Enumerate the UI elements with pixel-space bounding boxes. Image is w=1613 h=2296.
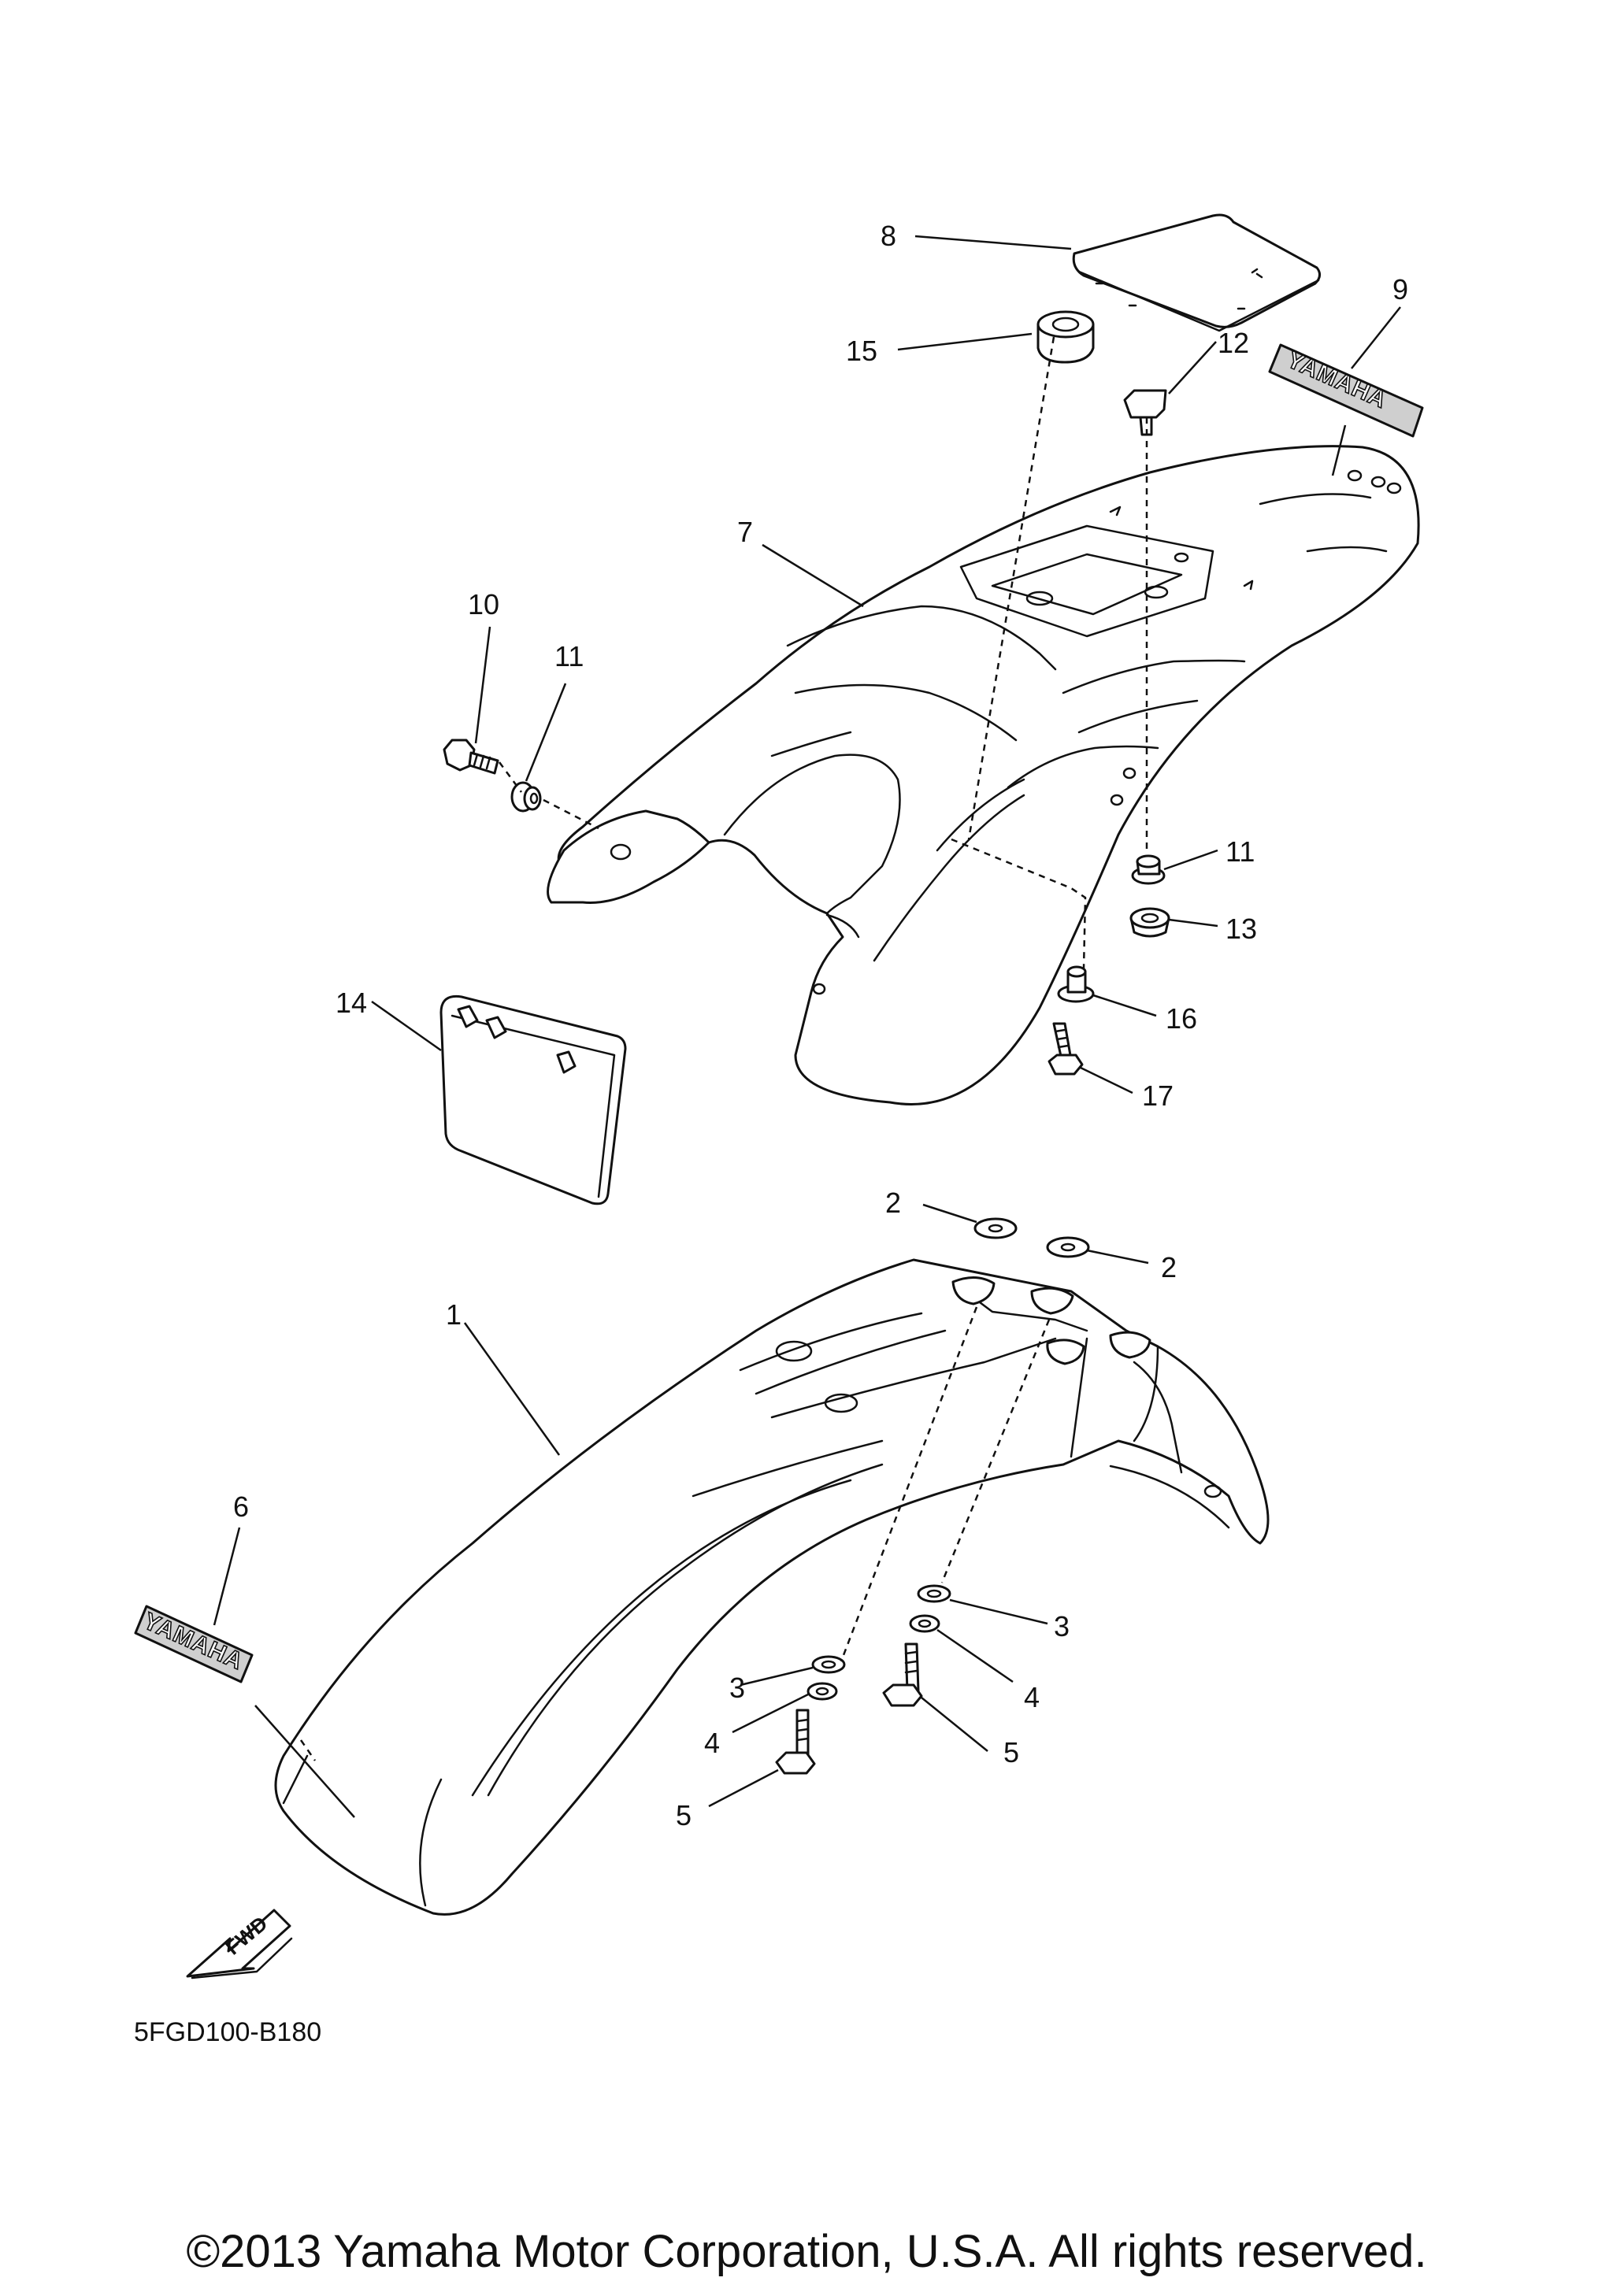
part-3-washer-left xyxy=(811,1655,846,1674)
part-10-bolt xyxy=(443,739,499,775)
callout-10: 10 xyxy=(468,588,499,620)
callout-2-left: 2 xyxy=(885,1187,901,1219)
part-15-grommet xyxy=(1036,310,1095,364)
part-14-plate xyxy=(439,994,627,1205)
part-4-lockwasher-right xyxy=(909,1614,940,1633)
part-6-yamaha-decal: YAMAHA xyxy=(134,1605,254,1683)
callout-4-right: 4 xyxy=(1024,1681,1040,1713)
callout-14: 14 xyxy=(336,987,367,1019)
part-1-front-fender xyxy=(274,1258,1270,1916)
part-11-grommet-right xyxy=(1131,854,1166,885)
part-17-bolt xyxy=(1048,1022,1084,1076)
callout-15: 15 xyxy=(846,335,877,367)
callout-3-right: 3 xyxy=(1054,1610,1070,1642)
part-13-nut xyxy=(1129,907,1170,938)
callout-17: 17 xyxy=(1142,1079,1174,1112)
callout-5-right: 5 xyxy=(1003,1736,1019,1768)
part-4-lockwasher-left xyxy=(806,1682,838,1701)
assembly-lines xyxy=(299,336,1148,1761)
part-9-yamaha-decal: YAMAHA xyxy=(1268,343,1424,438)
part-2-grommet-right xyxy=(1046,1236,1090,1258)
diagram-code: 5FGD100-B180 xyxy=(134,2017,321,2047)
part-2-grommet-left xyxy=(973,1217,1018,1239)
part-8-cover-plate xyxy=(1072,213,1321,332)
part-12-clip xyxy=(1123,389,1167,436)
callout-1: 1 xyxy=(446,1298,462,1331)
callout-7: 7 xyxy=(737,516,753,548)
callout-8: 8 xyxy=(881,220,896,252)
callout-2-right: 2 xyxy=(1161,1251,1177,1283)
callout-5-left: 5 xyxy=(676,1799,692,1831)
part-11-grommet-left xyxy=(510,781,542,813)
part-5-bolt-left xyxy=(775,1709,816,1775)
callout-13: 13 xyxy=(1226,913,1257,945)
callout-4-left: 4 xyxy=(704,1727,720,1759)
callout-11-right: 11 xyxy=(1226,835,1255,868)
part-3-washer-right xyxy=(917,1584,951,1603)
callout-numbers: 8 15 12 9 7 10 11 11 13 16 17 14 2 2 1 6… xyxy=(233,220,1408,1831)
part-7-rear-fender xyxy=(547,445,1420,1105)
callout-3-left: 3 xyxy=(729,1672,745,1704)
callout-11-left: 11 xyxy=(554,640,584,672)
callout-16: 16 xyxy=(1166,1002,1197,1035)
leader-lines xyxy=(213,235,1401,1818)
callout-12: 12 xyxy=(1218,327,1249,359)
callout-6: 6 xyxy=(233,1491,249,1523)
callout-9: 9 xyxy=(1392,273,1408,306)
part-16-collar xyxy=(1057,965,1095,1003)
fwd-arrow-icon: FWD xyxy=(186,1909,293,1979)
part-5-bolt-right xyxy=(882,1642,923,1707)
copyright-notice: ©2013 Yamaha Motor Corporation, U.S.A. A… xyxy=(186,2226,1427,2277)
